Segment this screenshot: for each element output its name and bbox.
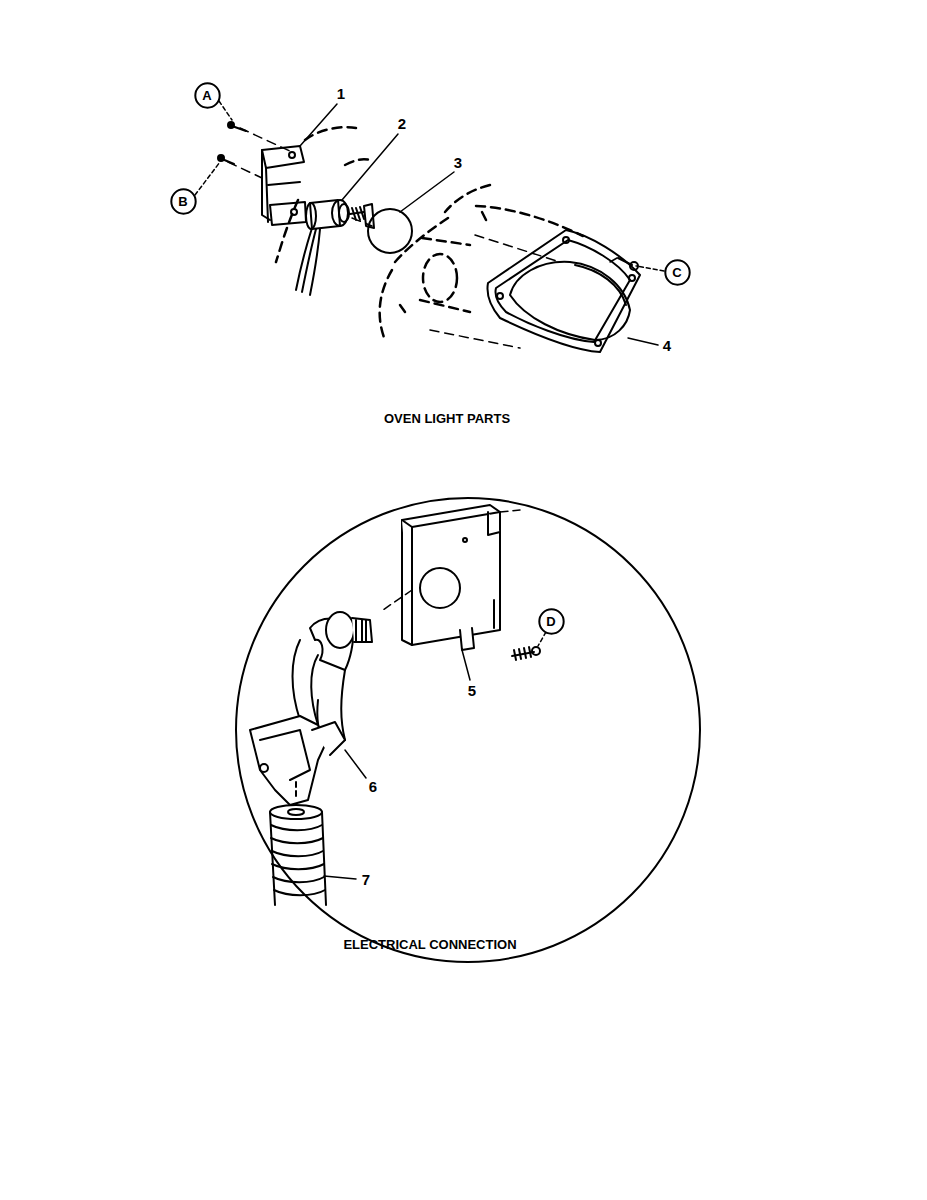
flex-conduit bbox=[270, 782, 326, 905]
label-holder: 3 bbox=[454, 155, 462, 170]
callout-circle-outline bbox=[195, 83, 219, 107]
callout-letter-text: A bbox=[202, 89, 211, 102]
callout-letter-text: C bbox=[672, 266, 681, 279]
callout-number: 2 bbox=[398, 116, 406, 131]
screw-d bbox=[512, 647, 540, 660]
callout-number: 7 bbox=[362, 872, 370, 887]
figure-caption: ELECTRICAL CONNECTION bbox=[343, 938, 516, 951]
figure-caption: OVEN LIGHT PARTS bbox=[384, 412, 510, 425]
label-holder: ELECTRICAL CONNECTION bbox=[343, 938, 516, 951]
junction-box bbox=[402, 505, 500, 650]
callout-circle-outline bbox=[539, 609, 563, 633]
callout-letter-text: D bbox=[546, 615, 555, 628]
label-holder: 7 bbox=[362, 872, 370, 887]
callout-number: 3 bbox=[454, 155, 462, 170]
label-holder: 5 bbox=[468, 683, 476, 698]
label-holder: 6 bbox=[369, 779, 377, 794]
light-bulb bbox=[350, 204, 412, 253]
detail-circle bbox=[236, 498, 700, 962]
screws bbox=[218, 122, 638, 270]
lamp-bracket bbox=[262, 146, 306, 225]
callout-letter: A bbox=[194, 82, 221, 109]
cavity-outline bbox=[228, 127, 617, 348]
callout-letter: C bbox=[664, 259, 691, 286]
callout-letter: D bbox=[538, 608, 565, 635]
callout-number: 5 bbox=[468, 683, 476, 698]
label-holder: 2 bbox=[398, 116, 406, 131]
conduit-connector bbox=[250, 612, 372, 805]
callout-number: 1 bbox=[337, 86, 345, 101]
label-holder: 1 bbox=[337, 86, 345, 101]
callout-number: 6 bbox=[369, 779, 377, 794]
callout-letter: B bbox=[170, 188, 197, 215]
leader-lines bbox=[195, 101, 664, 879]
label-holder: 4 bbox=[663, 338, 671, 353]
label-holder: OVEN LIGHT PARTS bbox=[384, 412, 510, 425]
callout-circle-outline bbox=[665, 260, 689, 284]
oven-light-lens bbox=[488, 230, 641, 352]
lamp-socket bbox=[296, 200, 349, 295]
callout-letter-text: B bbox=[178, 195, 187, 208]
callout-circle-outline bbox=[171, 189, 195, 213]
callout-number: 4 bbox=[663, 338, 671, 353]
